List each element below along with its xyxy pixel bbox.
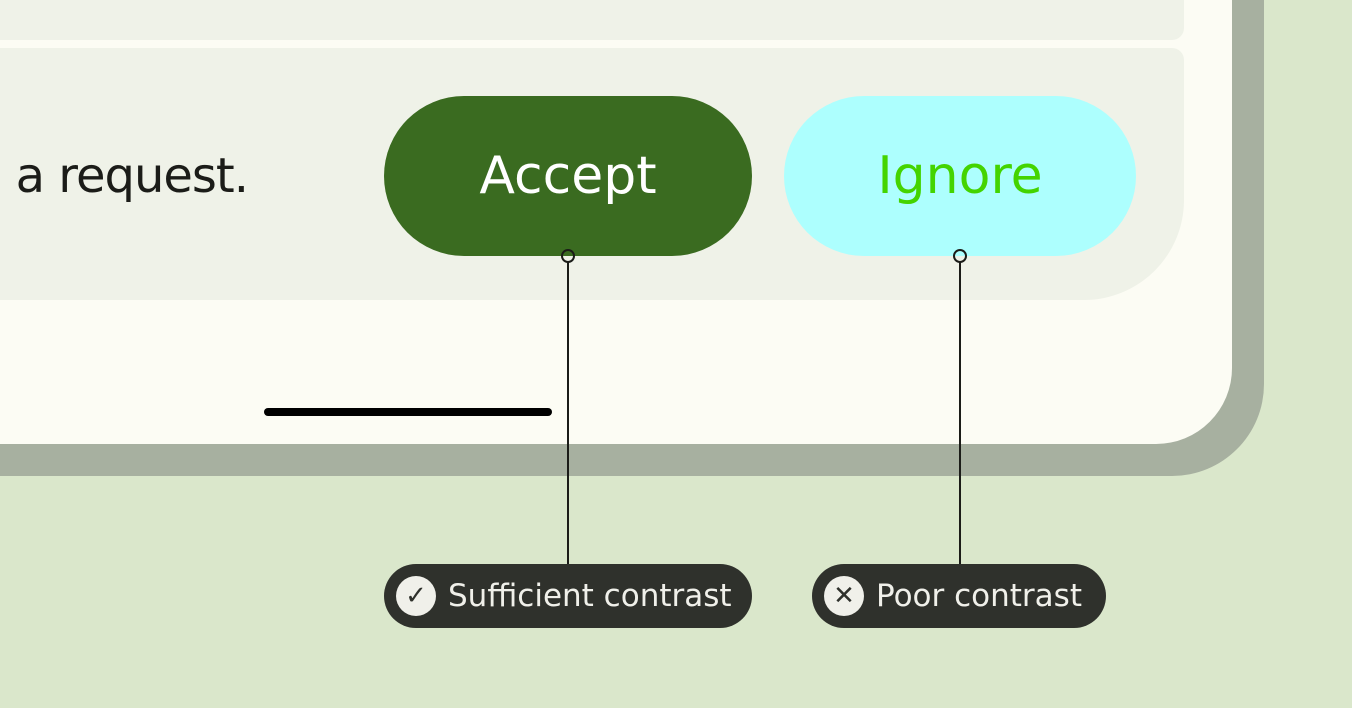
ignore-button[interactable]: Ignore bbox=[784, 96, 1136, 256]
x-circle-icon: ✕ bbox=[824, 576, 864, 616]
tag-label: Sufficient contrast bbox=[448, 578, 732, 614]
callout-dot-ignore bbox=[953, 249, 967, 263]
callout-line-ignore bbox=[959, 262, 961, 564]
tag-label: Poor contrast bbox=[876, 578, 1082, 614]
accept-button[interactable]: Accept bbox=[384, 96, 752, 256]
callout-line-accept bbox=[567, 262, 569, 564]
check-circle-icon: ✓ bbox=[396, 576, 436, 616]
sufficient-contrast-tag: ✓ Sufficient contrast bbox=[384, 564, 752, 628]
poor-contrast-tag: ✕ Poor contrast bbox=[812, 564, 1106, 628]
previous-notification-card bbox=[0, 0, 1184, 40]
callout-dot-accept bbox=[561, 249, 575, 263]
notification-message: a request. bbox=[15, 148, 249, 204]
home-indicator[interactable] bbox=[264, 408, 552, 416]
